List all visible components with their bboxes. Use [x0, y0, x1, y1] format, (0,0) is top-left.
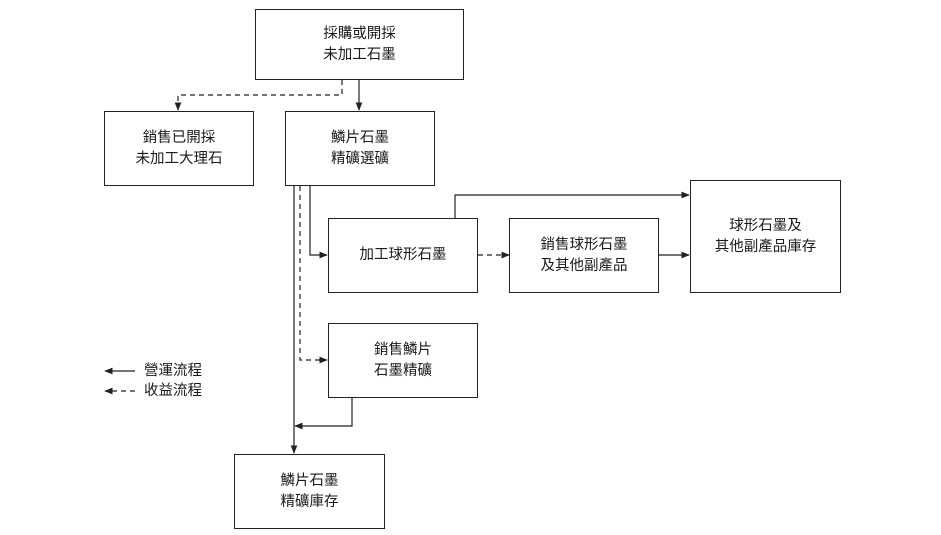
node-sell-flake-concentrate: 銷售鱗片 石墨精礦 [328, 323, 478, 398]
node-sell-spherical: 銷售球形石墨 及其他副產品 [509, 218, 659, 293]
node-process-spherical: 加工球形石墨 [328, 218, 478, 293]
arrow-process-to-inventory [454, 191, 690, 218]
node-procure-or-mine: 採購或開採 未加工石墨 [255, 9, 464, 80]
arrow-selection-to-sellflake [299, 186, 328, 364]
node-spherical-inventory: 球形石墨及 其他副產品庫存 [690, 180, 841, 293]
arrow-selection-to-process [309, 186, 328, 259]
arrow-sellflake-to-flakeinventory [294, 398, 353, 430]
node-flake-concentrate-selection: 鱗片石墨 精礦選礦 [285, 111, 435, 186]
legend-revenue-flow: 收益流程 [144, 383, 202, 399]
node-flake-inventory: 鱗片石墨 精礦庫存 [234, 454, 385, 529]
node-sell-raw-marble: 銷售已開採 未加工大理石 [104, 111, 254, 186]
arrow-procure-to-sellraw [174, 80, 343, 111]
legend-operation-flow: 營運流程 [144, 363, 202, 379]
